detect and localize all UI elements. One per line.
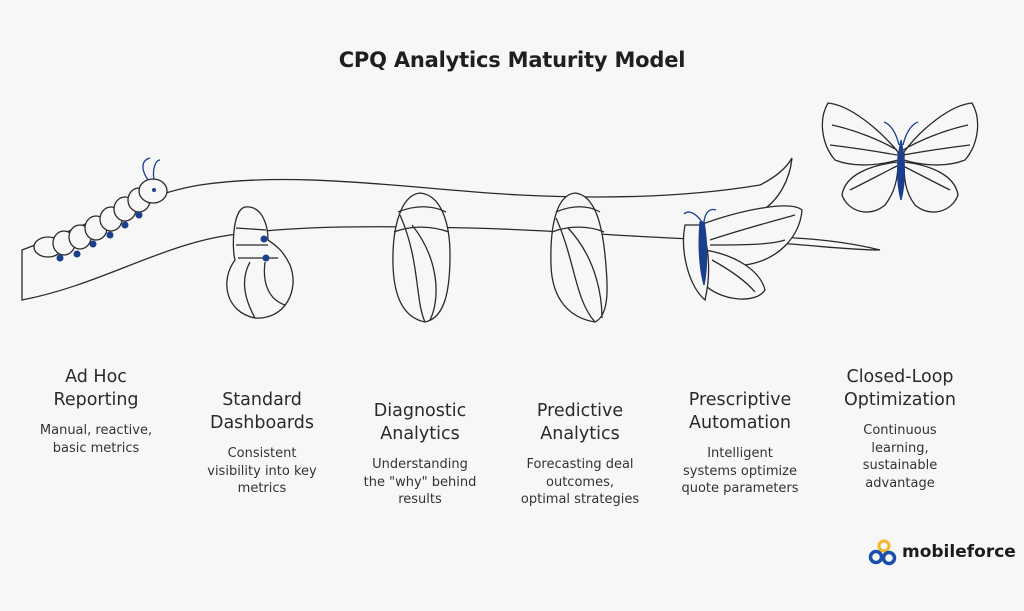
stage-title-line: Standard	[222, 390, 302, 410]
stage-description: Consistent visibility into key metrics	[177, 445, 347, 498]
stage-title-line: Ad Hoc	[65, 367, 127, 387]
stage-desc-line: learning,	[871, 440, 929, 456]
stage-title-line: Analytics	[380, 424, 460, 444]
stage-desc-line: basic metrics	[52, 440, 140, 456]
pupa-icon	[226, 206, 294, 319]
stage-desc-line: results	[398, 492, 442, 507]
logo-mark-icon	[868, 539, 897, 566]
stage-desc-line: Forecasting deal	[526, 457, 634, 472]
stage-desc-line: outcomes,	[546, 474, 614, 490]
stage-title-line: Closed-Loop	[846, 367, 954, 387]
stage-description: Manual, reactive, basic metrics	[11, 422, 181, 457]
stage-desc-line: metrics	[237, 481, 287, 496]
mobileforce-logo: mobileforce	[868, 538, 1016, 566]
stage-title-line: Automation	[689, 413, 791, 433]
stage-desc-line: quote parameters	[681, 481, 799, 496]
emerging-butterfly-icon	[682, 205, 803, 302]
stage-title-line: Prescriptive	[688, 390, 792, 410]
stage-title-line: Analytics	[540, 424, 620, 444]
chrysalis-icon	[550, 192, 608, 323]
butterfly-icon	[821, 102, 979, 213]
stage-title-line: Optimization	[844, 390, 956, 410]
stage-desc-line: Intelligent	[707, 446, 773, 461]
stage-description: Continuous learning, sustainable advantage	[815, 422, 985, 492]
stage-desc-line: Manual, reactive,	[39, 423, 153, 438]
stage-title-line: Dashboards	[209, 413, 315, 433]
stage-description: Forecasting deal outcomes, optimal strateg…	[495, 456, 665, 509]
chrysalis-icon	[392, 192, 451, 323]
stage-description: Understanding the "why" behind results	[335, 456, 505, 509]
page-title: CPQ Analytics Maturity Model	[338, 48, 686, 72]
stage-title-line: Predictive	[536, 401, 624, 421]
stage-desc-line: sustainable	[862, 458, 938, 473]
stage-desc-line: Consistent	[227, 446, 297, 461]
stage-desc-line: the "why" behind	[363, 474, 477, 490]
logo-text: mobileforce	[902, 542, 1016, 562]
stage-description: Intelligent systems optimize quote paramet…	[655, 445, 825, 498]
stage-desc-line: visibility into key	[207, 463, 317, 479]
stage-desc-line: systems optimize	[683, 463, 797, 479]
stage-desc-line: optimal strategies	[520, 492, 640, 507]
stage-desc-line: advantage	[865, 475, 935, 491]
stage-title-line: Reporting	[53, 390, 139, 410]
stage-desc-line: Understanding	[372, 457, 468, 472]
caterpillar-icon	[33, 157, 168, 262]
stage-title-line: Diagnostic	[373, 401, 467, 421]
stage-desc-line: Continuous	[863, 423, 937, 438]
